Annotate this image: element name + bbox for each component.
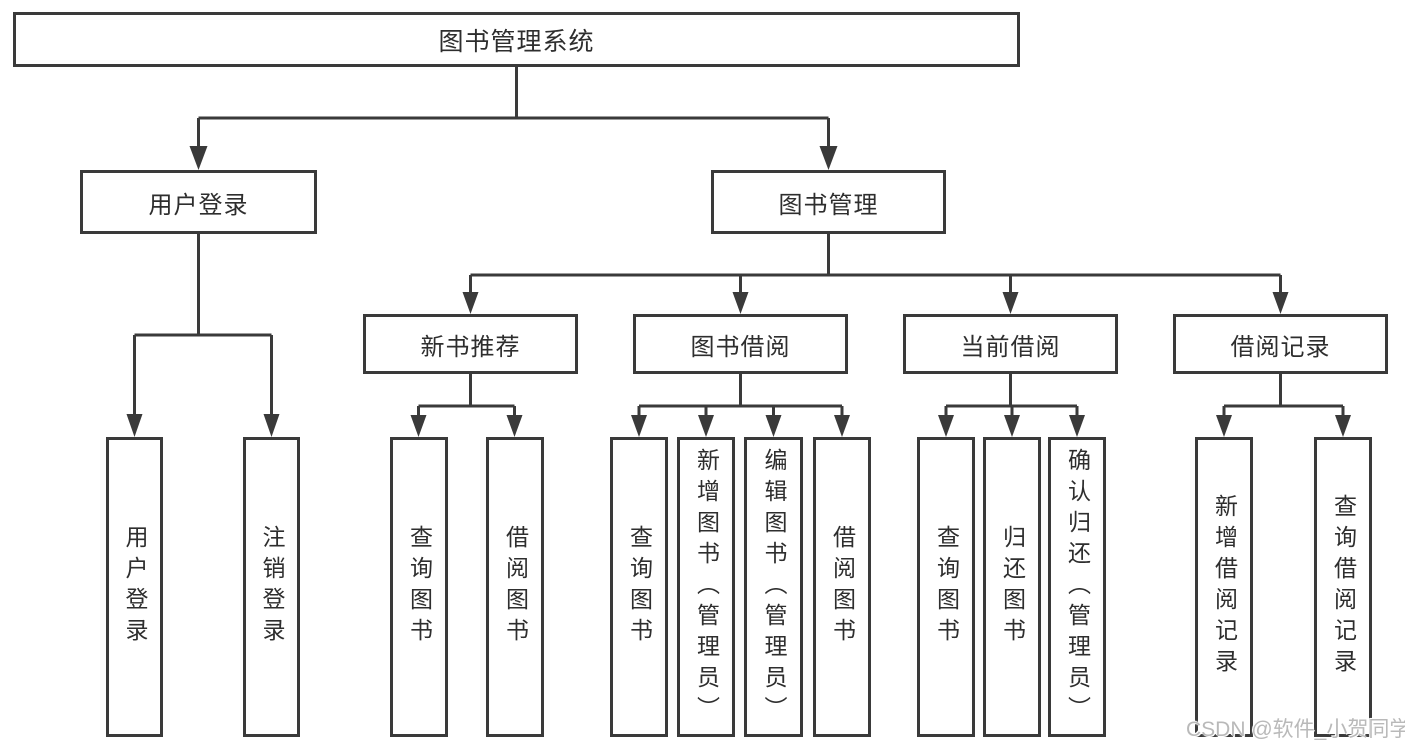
node-confirm-return-admin: 确认归还（管理员） [1048, 437, 1106, 737]
csdn-watermark: CSDN @软件_小贺同学 [1186, 718, 1405, 741]
node-label: 图书管理系统 [438, 27, 595, 56]
arrowhead [410, 415, 427, 437]
arrowhead [189, 146, 208, 170]
node-label: 当前借阅 [960, 333, 1061, 361]
arrowhead [819, 146, 838, 170]
arrowhead [506, 415, 523, 437]
node-book-management: 图书管理 [711, 170, 946, 234]
node-label: 新增图书（管理员） [693, 447, 720, 727]
node-label: 编辑图书（管理员） [761, 447, 787, 727]
node-label: 查询图书 [626, 525, 653, 649]
arrowhead [834, 415, 850, 437]
node-query-books-recommend: 查询图书 [390, 437, 448, 737]
node-label: 新增借阅记录 [1211, 494, 1238, 680]
node-return-books: 归还图书 [983, 437, 1041, 737]
node-label: 查询借阅记录 [1330, 494, 1357, 680]
node-borrowing-records: 借阅记录 [1173, 314, 1388, 374]
arrowhead [938, 415, 954, 437]
node-label: 图书借阅 [690, 333, 791, 361]
node-label: 用户登录 [122, 525, 148, 649]
node-edit-books-admin: 编辑图书（管理员） [744, 437, 803, 737]
node-user-login: 用户登录 [80, 170, 317, 234]
node-label: 借阅图书 [502, 525, 529, 649]
node-book-borrowing: 图书借阅 [633, 314, 848, 374]
arrowhead [1272, 292, 1289, 314]
node-label: 借阅图书 [829, 525, 856, 649]
arrowhead [263, 414, 280, 437]
arrowhead [1002, 292, 1019, 314]
node-label: 确认归还（管理员） [1064, 447, 1091, 727]
node-user-login-leaf: 用户登录 [106, 437, 163, 737]
arrowhead [765, 415, 782, 437]
arrowhead [126, 414, 143, 437]
node-label: 查询图书 [933, 525, 960, 649]
arrowhead [698, 415, 714, 437]
node-add-books-admin: 新增图书（管理员） [677, 437, 735, 737]
arrowhead [1216, 415, 1232, 437]
node-label: 归还图书 [999, 525, 1026, 649]
node-new-book-recommend: 新书推荐 [363, 314, 578, 374]
node-query-books-current: 查询图书 [917, 437, 975, 737]
node-label: 注销登录 [259, 525, 285, 649]
arrowhead [1069, 415, 1085, 437]
arrowhead [1335, 415, 1351, 437]
node-borrow-books-recommend: 借阅图书 [486, 437, 544, 737]
node-borrow-books-leaf: 借阅图书 [813, 437, 871, 737]
node-query-borrow-record: 查询借阅记录 [1314, 437, 1372, 737]
arrowhead [462, 292, 479, 314]
node-add-borrow-record: 新增借阅记录 [1195, 437, 1253, 737]
node-label: 新书推荐 [420, 333, 521, 361]
node-label: 用户登录 [148, 191, 249, 219]
node-label: 借阅记录 [1230, 333, 1331, 361]
node-label: 图书管理 [778, 191, 879, 219]
arrowhead [631, 415, 647, 437]
arrowhead [1004, 415, 1020, 437]
node-logout-leaf: 注销登录 [243, 437, 300, 737]
node-label: 查询图书 [406, 525, 433, 649]
node-query-books-borrow: 查询图书 [610, 437, 668, 737]
node-current-borrowing: 当前借阅 [903, 314, 1118, 374]
node-library-management-system: 图书管理系统 [13, 12, 1020, 67]
arrowhead [732, 292, 749, 314]
